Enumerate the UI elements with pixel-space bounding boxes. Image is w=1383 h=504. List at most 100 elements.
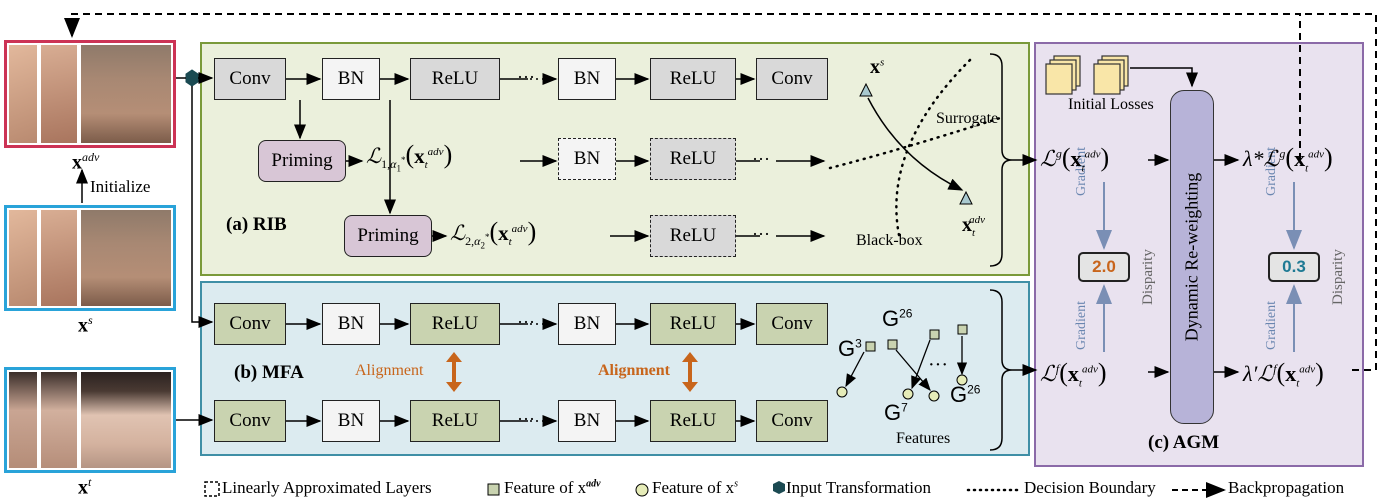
svg-text:···: ··· xyxy=(752,149,770,169)
mfa-row2-relu2: ReLU xyxy=(650,400,736,442)
initial-losses-label: Initial Losses xyxy=(1068,96,1154,113)
legend-feat-adv-icon xyxy=(487,483,500,496)
xt-label: xt xyxy=(78,475,91,500)
face-xs xyxy=(4,205,176,311)
mfa-row2-bn1: BN xyxy=(322,400,380,442)
mfa-row1-relu2: ReLU xyxy=(650,303,736,345)
feat-adv-g3 xyxy=(865,341,876,352)
features-dots: ··· xyxy=(928,354,948,376)
rib-row2-relu: ReLU xyxy=(650,138,736,180)
mfa-title: (b) MFA xyxy=(234,362,304,383)
feat-adv-g26c xyxy=(929,329,940,340)
legend-feat-s: Feature of xs xyxy=(652,478,738,498)
feat-s-2 xyxy=(902,388,914,400)
legend-linear-icon xyxy=(204,481,220,497)
rib-xt-sub: t xyxy=(972,227,976,239)
agm-lf-sup: f xyxy=(1055,361,1060,376)
legend-feat-adv-sup: adv xyxy=(586,478,601,490)
rib-xt-sup: adv xyxy=(969,214,985,227)
xs-label: xs xyxy=(78,313,93,338)
svg-text:···: ··· xyxy=(517,409,535,429)
g26a-sup: 26 xyxy=(899,306,913,321)
rib-brace xyxy=(989,53,1013,267)
disparity-box-2: 0.3 xyxy=(1268,252,1320,282)
face-xadv xyxy=(4,40,176,148)
mfa-brace xyxy=(989,289,1013,451)
rib-row1-conv1: Conv xyxy=(214,58,286,100)
disparity-value-1: 2.0 xyxy=(1092,257,1116,276)
surrogate-boundary xyxy=(828,116,1002,170)
backprop-arrow xyxy=(64,13,1377,371)
mfa-row2-conv1: Conv xyxy=(214,400,286,442)
agm-lf-symbol: ℒ xyxy=(1040,361,1056,386)
initialize-label: Initialize xyxy=(90,177,151,196)
rib-loss2: ℒ2,α2*(xtadv) xyxy=(450,217,537,251)
xs-sup: s xyxy=(88,313,93,327)
rib-title: (a) RIB xyxy=(226,214,287,235)
legend-backprop: Backpropagation xyxy=(1228,478,1345,497)
surrogate-label: Surrogate xyxy=(936,110,999,127)
svg-text:···: ··· xyxy=(752,224,770,244)
features-label: Features xyxy=(896,430,951,447)
g26b-sup: 26 xyxy=(967,382,981,397)
xadv-text: x xyxy=(72,151,82,174)
agm-weighted-lf: λ′ℒf(xtadv) xyxy=(1243,358,1324,390)
rib-row1-relu1: ReLU xyxy=(410,58,500,100)
rib-row1-bn1: BN xyxy=(322,58,380,100)
svg-text:···: ··· xyxy=(517,67,535,87)
face-xt xyxy=(4,367,176,473)
alignment-arrow-2 xyxy=(682,352,698,392)
g7-text: G xyxy=(884,400,902,425)
legend-feat-s-sup: s xyxy=(734,478,739,490)
agm-lg-sup: g xyxy=(1055,146,1062,161)
g3-sup: 3 xyxy=(855,336,862,351)
lambda-star: λ* xyxy=(1243,146,1264,171)
feat-adv-g26d xyxy=(957,324,968,335)
rib-priming1: Priming xyxy=(258,140,346,182)
input-transform-hexagon xyxy=(185,69,199,87)
g26a-label: G26 xyxy=(882,306,912,332)
rib-loss1: ℒ1,α1*(xtadv) xyxy=(366,140,453,174)
blackbox-label: Black-box xyxy=(856,232,923,249)
xs-triangle xyxy=(859,82,873,97)
agm-lf-loss: ℒf(xtadv) xyxy=(1040,358,1107,390)
mfa-row2-conv2: Conv xyxy=(756,400,828,442)
blackbox-boundary xyxy=(895,58,972,242)
legend-input-transform-icon xyxy=(773,481,785,494)
svg-text:···: ··· xyxy=(517,312,535,332)
legend-decision: Decision Boundary xyxy=(1024,478,1156,497)
legend-feat-adv-text: Feature of x xyxy=(504,478,587,497)
legend-feat-s-icon xyxy=(635,483,649,497)
alignment-label-2: Alignment xyxy=(598,362,670,379)
g26a-text: G xyxy=(882,306,900,331)
mfa-row1-conv1: Conv xyxy=(214,303,286,345)
agm-lg-symbol: ℒ xyxy=(1040,146,1056,171)
xt-sup: t xyxy=(88,475,92,489)
g3-text: G xyxy=(838,336,856,361)
mfa-row2-bn2: BN xyxy=(558,400,616,442)
rib-row1-conv2: Conv xyxy=(756,58,828,100)
xs-text: x xyxy=(78,314,88,337)
legend-linear: Linearly Approximated Layers xyxy=(222,478,432,497)
agm-lg-loss: ℒg(xtadv) xyxy=(1040,143,1110,175)
rib-xs-text: x xyxy=(870,56,880,78)
mfa-row2-relu1: ReLU xyxy=(410,400,500,442)
lambda-prime: λ′ xyxy=(1243,361,1258,386)
legend-feat-s-text: Feature of x xyxy=(652,478,735,497)
legend-input-transform: Input Transformation xyxy=(786,478,931,497)
rib-row2-bn: BN xyxy=(558,138,616,180)
disparity-box-1: 2.0 xyxy=(1078,252,1130,282)
xt-triangle xyxy=(959,190,973,205)
rib-row1-relu2: ReLU xyxy=(650,58,736,100)
rib-row3-relu: ReLU xyxy=(650,215,736,257)
rib-xt-text: x xyxy=(962,214,972,236)
xadv-label: xadv xyxy=(72,150,99,175)
g3-label: G3 xyxy=(838,336,862,362)
xt-text: x xyxy=(78,476,88,499)
g7-label: G7 xyxy=(884,400,908,426)
legend-feat-adv: Feature of xadv xyxy=(504,478,601,498)
rib-xs-label: xs xyxy=(870,56,884,79)
mfa-row1-conv2: Conv xyxy=(756,303,828,345)
rib-row1-bn2: BN xyxy=(558,58,616,100)
